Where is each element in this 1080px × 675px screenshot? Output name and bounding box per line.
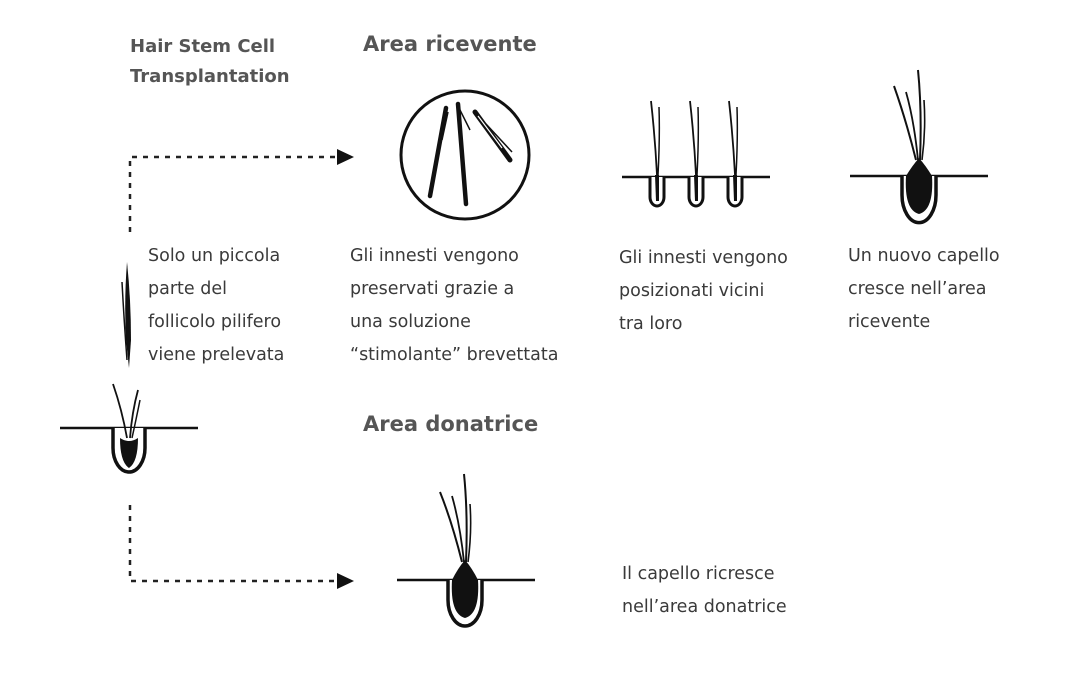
caption-line: preservati grazie a	[350, 279, 515, 299]
caption-line: Gli innesti vengono	[619, 248, 788, 268]
caption-line: parte del	[148, 279, 227, 299]
caption-line: Solo un piccola	[148, 246, 281, 266]
caption-line: una soluzione	[350, 312, 471, 332]
title-line-2: Transplantation	[130, 66, 290, 87]
caption-line: Il capello ricresce	[622, 564, 775, 584]
title-line-1: Hair Stem Cell	[130, 36, 276, 57]
caption-line: nell’area donatrice	[622, 597, 787, 617]
caption-line: Gli innesti vengono	[350, 246, 519, 266]
recipient-area-title: Area ricevente	[363, 32, 537, 56]
caption-line: cresce nell’area	[848, 279, 987, 299]
caption-line: tra loro	[619, 314, 683, 334]
caption-extraction: Solo un piccola parte del follicolo pili…	[148, 240, 284, 372]
extracted-graft-icon	[121, 262, 131, 368]
caption-line: ricevente	[848, 312, 931, 332]
donor-area-title: Area donatrice	[363, 412, 539, 436]
caption-line: “stimolante” brevettata	[350, 345, 559, 365]
caption-preserved: Gli innesti vengono preservati grazie a …	[350, 240, 558, 372]
new-hair-follicle-icon	[850, 69, 988, 225]
donor-regrowth-follicle-icon	[397, 473, 535, 628]
diagram-title: Hair Stem Cell Transplantation	[130, 32, 360, 92]
caption-line: viene prelevata	[148, 345, 285, 365]
flow-arrow-to-recipient	[128, 149, 354, 232]
donor-follicle-icon	[60, 383, 198, 474]
positioned-grafts-icon	[622, 100, 770, 208]
caption-line: Un nuovo capello	[848, 246, 1000, 266]
caption-line: follicolo pilifero	[148, 312, 282, 332]
flow-arrow-to-donor	[128, 505, 354, 589]
caption-line: posizionati vicini	[619, 281, 765, 301]
caption-regrowth: Il capello ricresce nell’area donatrice	[622, 558, 787, 624]
preserved-grafts-icon	[399, 89, 531, 221]
caption-new-hair: Un nuovo capello cresce nell’area riceve…	[848, 240, 1000, 339]
caption-positioned: Gli innesti vengono posizionati vicini t…	[619, 242, 788, 341]
